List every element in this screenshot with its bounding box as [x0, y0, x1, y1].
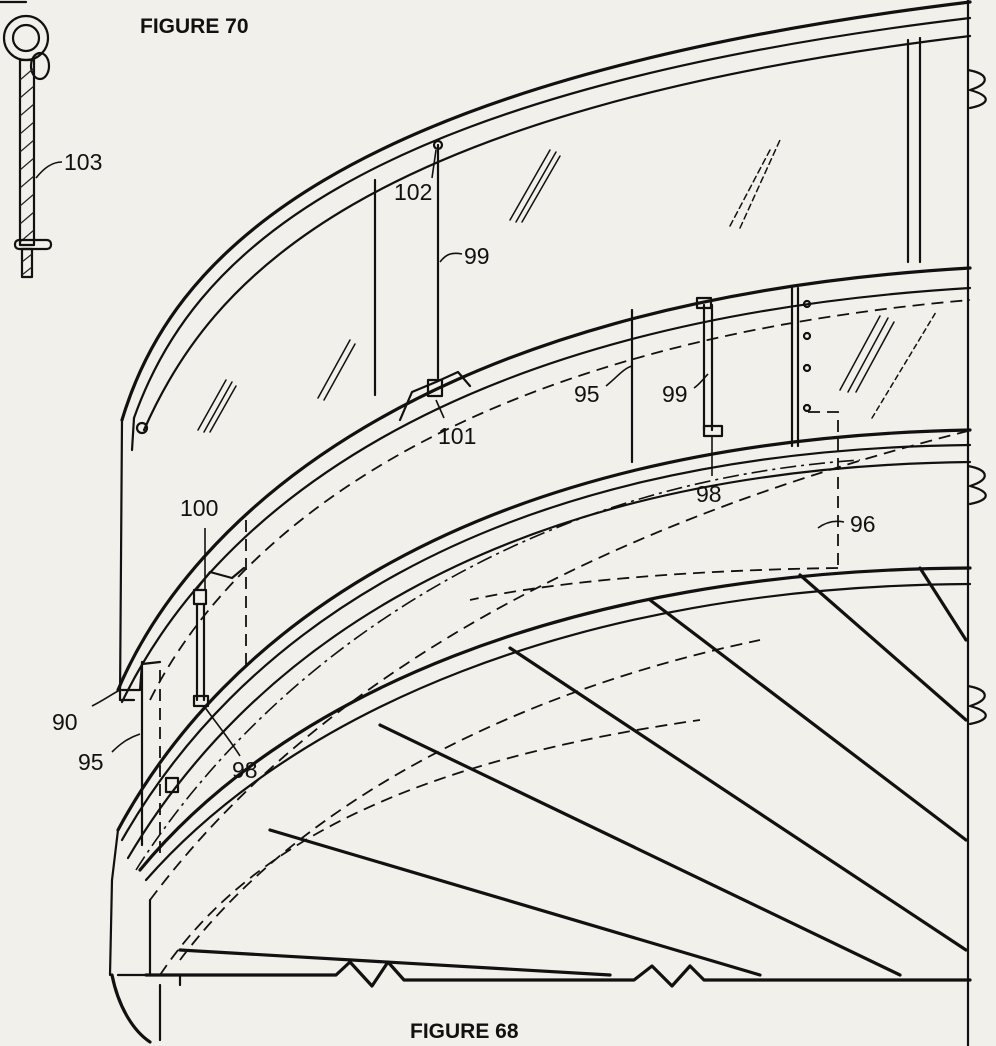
callout-98-right: 98 [696, 481, 722, 507]
figure-70-title: FIGURE 70 [140, 15, 249, 38]
callout-102: 102 [394, 179, 432, 205]
figure-70-pin-detail [0, 0, 63, 279]
figure-68-hull-drawing [91, 0, 987, 1046]
callout-101: 101 [438, 423, 476, 449]
callout-95-left: 95 [78, 749, 104, 775]
callout-96: 96 [850, 511, 876, 537]
callout-95-right: 95 [574, 381, 600, 407]
callout-98-left: 98 [232, 757, 258, 783]
callout-99-right: 99 [662, 381, 688, 407]
callout-90: 90 [52, 709, 78, 735]
callout-99-top: 99 [464, 243, 490, 269]
callout-100: 100 [180, 495, 218, 521]
callout-103: 103 [64, 149, 102, 175]
figure-68-title: FIGURE 68 [410, 1020, 519, 1043]
